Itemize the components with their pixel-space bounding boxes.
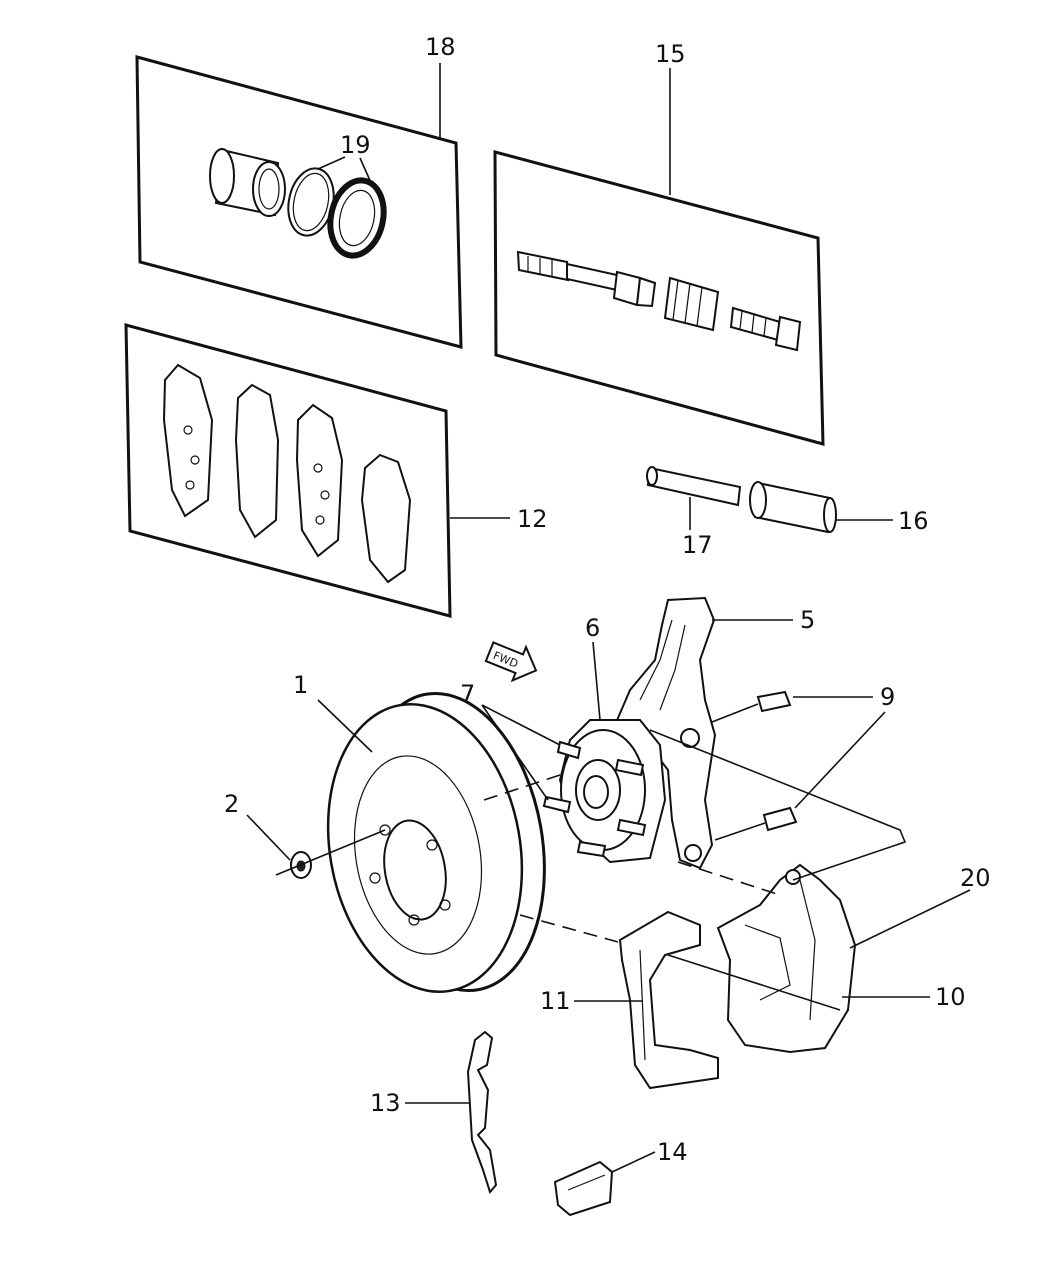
guide-bushing-icon <box>749 481 893 534</box>
callout-5: 5 <box>800 606 815 634</box>
callout-12: 12 <box>517 505 548 533</box>
brake-pad-icon <box>162 363 412 584</box>
brake-rotor-icon <box>326 691 546 993</box>
callout-19: 19 <box>340 131 371 159</box>
callout-17: 17 <box>682 531 713 559</box>
callout-14: 14 <box>657 1138 688 1166</box>
callout-6: 6 <box>585 614 600 642</box>
callout-13: 13 <box>370 1089 401 1117</box>
slide-pin-bolt-icon <box>516 250 657 308</box>
callout-10: 10 <box>935 983 966 1011</box>
callout-2: 2 <box>224 790 239 818</box>
wheel-hub-icon <box>542 719 667 864</box>
callout-9: 9 <box>880 683 895 711</box>
abutment-clip-icon <box>553 1160 614 1217</box>
caliper-adapter-icon <box>618 910 719 1090</box>
guide-pin-icon <box>646 466 742 530</box>
callout-11: 11 <box>540 987 571 1015</box>
brake-caliper-icon <box>716 863 857 1054</box>
piston-icon <box>209 148 286 217</box>
panel-slide-pin-kit <box>493 68 825 446</box>
bolt-icon <box>729 306 802 352</box>
panel-brake-pads <box>124 323 510 618</box>
callout-1: 1 <box>293 671 308 699</box>
dust-boot-icon <box>327 177 387 259</box>
callout-16: 16 <box>898 507 929 535</box>
bushing-icon <box>663 276 720 332</box>
callout-20: 20 <box>960 864 991 892</box>
callout-15: 15 <box>655 40 686 68</box>
panel-piston-kit <box>135 55 463 349</box>
callout-18: 18 <box>425 33 456 61</box>
anti-rattle-spring-icon <box>466 1030 498 1195</box>
forward-arrow-icon: FWD <box>484 641 538 683</box>
knuckle-bolt-lower-icon <box>714 806 798 841</box>
rotor-clip-icon <box>275 829 386 879</box>
steering-knuckle-icon <box>613 596 717 870</box>
knuckle-bolt-upper-icon <box>711 690 792 723</box>
